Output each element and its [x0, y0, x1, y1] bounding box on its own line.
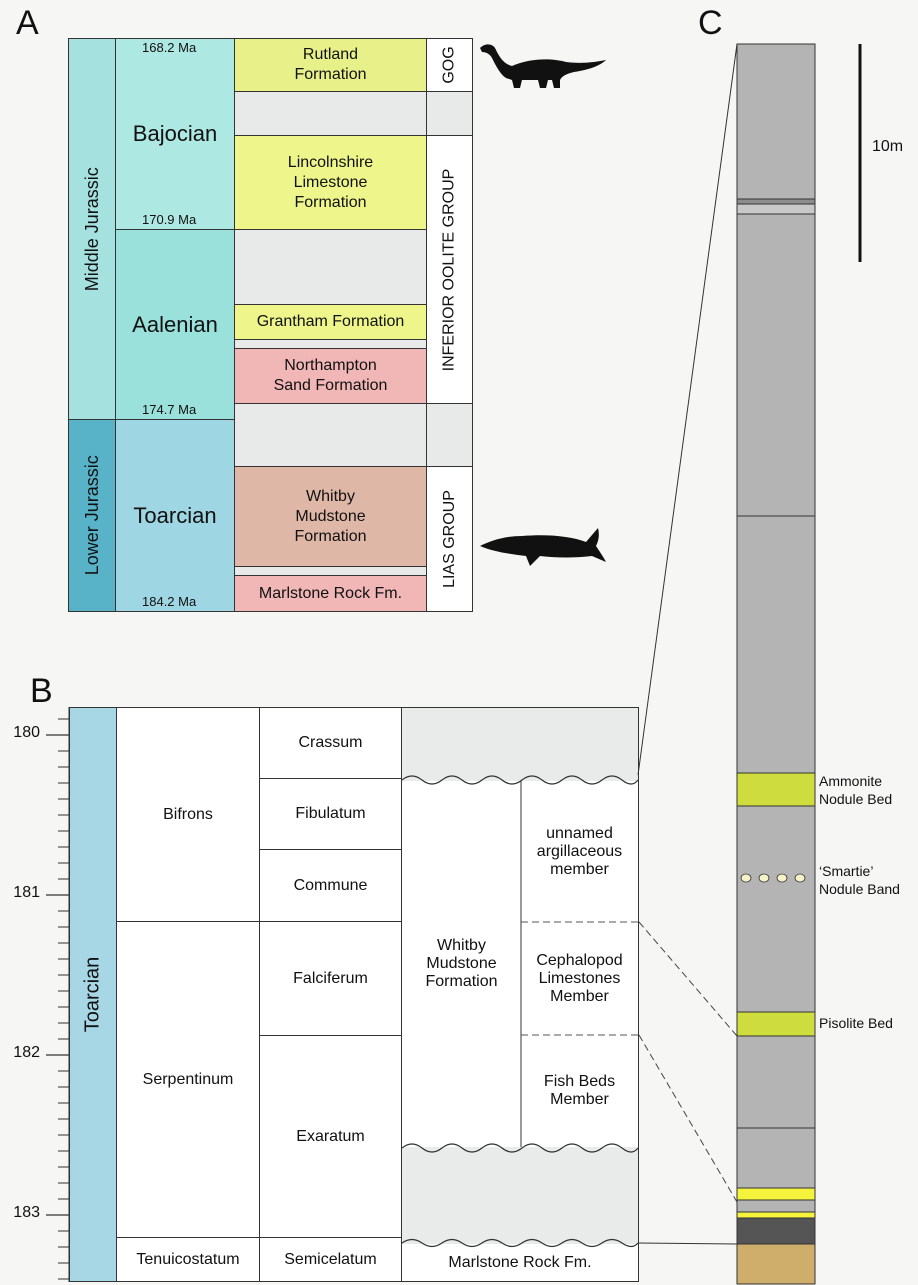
member-cephalopod-label: Cephalopod Limestones Member [536, 951, 623, 1005]
member-fish-beds-label: Fish Beds Member [543, 1073, 616, 1108]
group-lias: LIAS GROUP [426, 466, 473, 612]
formation-northampton-label: Northampton Sand Formation [273, 357, 388, 394]
member-cephalopod: Cephalopod Limestones Member [521, 922, 638, 1035]
member-unnamed-label: unnamed argillaceous member [536, 824, 623, 878]
scale-bar-label: 10m [872, 138, 904, 155]
dark-bed [736, 1217, 816, 1245]
tick-label-183: 183 [13, 1204, 40, 1221]
subzone-crassum-label: Crassum [298, 734, 363, 751]
marlstone-tan [736, 1243, 816, 1285]
correlation-top [637, 43, 738, 776]
ammonite-nodule-bed [736, 772, 816, 807]
yellow-bed-1 [736, 1187, 816, 1201]
tick-label-182: 182 [13, 1044, 40, 1061]
stage-toarcian-b: Toarcian [69, 707, 117, 1282]
marlstone-base: Marlstone Rock Fm. [402, 1244, 638, 1281]
epoch-lower-jurassic: Lower Jurassic [68, 419, 116, 612]
formation-lincolnshire: Lincolnshire Limestone Formation [234, 135, 427, 230]
formation-grantham-label: Grantham Formation [256, 313, 405, 330]
formation-northampton: Northampton Sand Formation [234, 348, 427, 404]
subzone-semicelatum-label: Semicelatum [284, 1250, 377, 1268]
major-ticks [46, 734, 69, 1216]
age-170: 170.9 Ma [142, 212, 197, 227]
zone-serpentinum-label: Serpentinum [142, 1070, 234, 1088]
mudstone-2 [736, 203, 816, 215]
formation-whitby: Whitby Mudstone Formation [234, 466, 427, 567]
bed-label-pisolite: Pisolite Bed [819, 1015, 893, 1031]
formation-marlstone: Marlstone Rock Fm. [234, 575, 427, 612]
formation-lincolnshire-label: Lincolnshire Limestone Formation [287, 153, 374, 211]
stage-bajocian-label: Bajocian [132, 121, 218, 147]
tick-label-181: 181 [13, 884, 40, 901]
tick-label-180: 180 [13, 724, 40, 741]
subzone-commune-label: Commune [293, 876, 368, 894]
mudstone-7 [736, 1127, 816, 1189]
panel-a-letter: A [16, 4, 39, 42]
thin-bed-1 [736, 198, 816, 205]
formation-marlstone-label: Marlstone Rock Fm. [258, 584, 403, 602]
minor-ticks [58, 718, 69, 1280]
subzone-semicelatum: Semicelatum [259, 1237, 402, 1282]
group-gap-2 [426, 403, 473, 467]
mudstone-5 [736, 805, 816, 1013]
zone-bifrons-label: Bifrons [163, 805, 213, 823]
subzone-fibulatum: Fibulatum [259, 778, 402, 850]
yellow-bed-2 [736, 1211, 816, 1219]
zone-tenuicostatum-label: Tenuicostatum [136, 1250, 240, 1268]
subzone-falciferum: Falciferum [259, 921, 402, 1036]
mudstone-4 [736, 515, 816, 774]
correlation-cephalopod [638, 921, 738, 1037]
member-fish-beds: Fish Beds Member [521, 1035, 638, 1147]
sauropod-silhouette-icon [480, 44, 606, 88]
log-column [736, 43, 816, 1285]
ichthyosaur-silhouette-icon [480, 528, 606, 566]
panel-c-letter: C [698, 4, 723, 42]
whitby-formation-label: Whitby Mudstone Formation [425, 937, 498, 990]
subzone-falciferum-label: Falciferum [293, 969, 368, 987]
group-gap-1 [426, 91, 473, 136]
pisolite-bed [736, 1011, 816, 1037]
group-gog: GOG [426, 38, 473, 92]
stage-toarcian-label: Toarcian [133, 502, 217, 528]
unconformity-top [401, 775, 639, 785]
bed-label-smartie: ‘Smartie’ Nodule Band [819, 863, 900, 898]
mudstone-8 [736, 1199, 816, 1213]
formation-rutland-label: Rutland Formation [294, 46, 367, 83]
subzone-fibulatum-label: Fibulatum [295, 805, 366, 822]
marlstone-base-label: Marlstone Rock Fm. [448, 1253, 592, 1271]
panel-b-letter: B [30, 672, 53, 710]
mudstone-3 [736, 213, 816, 517]
stage-toarcian: Toarcian [115, 419, 235, 612]
unconformity-base [401, 1238, 639, 1248]
stage-aalenian-label: Aalenian [132, 311, 218, 337]
age-184: 184.2 Ma [142, 594, 197, 609]
age-174: 174.7 Ma [142, 402, 197, 417]
formation-grey-1 [234, 91, 427, 136]
formation-grantham: Grantham Formation [234, 304, 427, 340]
stage-aalenian: Aalenian [115, 229, 235, 420]
bed-label-ammonite: Ammonite Nodule Bed [819, 773, 893, 808]
group-inferior-oolite: INFERIOR OOLITE GROUP [426, 135, 473, 404]
mudstone-upper [736, 43, 816, 200]
correlation-fish [638, 1034, 738, 1203]
member-unnamed: unnamed argillaceous member [521, 781, 638, 922]
whitby-formation-block: Whitby Mudstone Formation [402, 781, 521, 1147]
subzone-crassum: Crassum [259, 707, 402, 779]
formation-whitby-label: Whitby Mudstone Formation [294, 487, 367, 545]
age-168: 168.2 Ma [142, 40, 197, 55]
mudstone-6 [736, 1035, 816, 1129]
subzone-exaratum-label: Exaratum [296, 1127, 365, 1145]
smartie-nodules [740, 873, 806, 883]
unconformity-lower [401, 1143, 639, 1153]
correlation-base [637, 1242, 738, 1245]
subzone-exaratum: Exaratum [259, 1035, 402, 1238]
